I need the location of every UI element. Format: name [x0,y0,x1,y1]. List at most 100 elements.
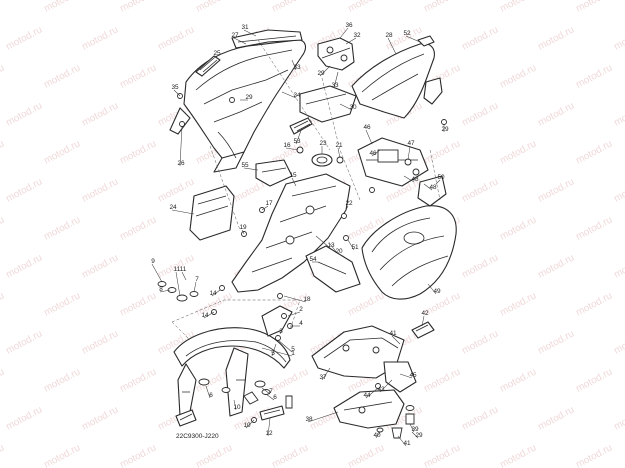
watermark-text: motod.ru [0,290,6,318]
leader-line-13 [315,235,331,249]
callout-43: 43 [377,386,385,393]
inner-panel-30 [299,85,357,123]
watermark-text: motod.ru [118,290,158,318]
callout-17: 17 [265,200,273,207]
leader-line-36 [339,27,349,39]
watermark-text: motod.ru [42,138,82,166]
leader-line-41 [391,335,401,345]
watermark-text: motod.ru [0,214,6,242]
watermark-text: motod.ru [0,62,6,90]
leader-line-24 [171,209,195,215]
callout-34: 34 [293,92,301,99]
leader-line-46 [365,129,373,145]
leader-line-9 [151,263,163,283]
watermark-text: motod.ru [194,442,234,468]
callout-35: 35 [171,84,179,91]
watermark-text: motod.ru [536,24,576,52]
callout-5: 5 [271,350,275,357]
callout-6: 6 [209,392,213,399]
callout-20: 20 [335,248,343,255]
fender-hardware [198,378,293,409]
watermark-text: motod.ru [270,0,310,15]
watermark-text: motod.ru [536,404,576,432]
watermark-text: motod.ru [194,0,234,15]
leader-line-20 [329,243,339,255]
watermark-text: motod.ru [80,100,120,128]
callout-29: 29 [245,94,253,101]
leader-line-37 [321,367,331,381]
callout-38: 38 [305,416,313,423]
leader-line-28 [387,37,397,55]
watermark-text: motod.ru [42,442,82,468]
watermark-text: motod.ru [118,442,158,468]
fastener-14 [219,285,225,291]
callout-3: 3 [279,328,283,335]
callout-45: 45 [409,372,417,379]
callout-41: 41 [389,330,397,337]
leader-line-44 [365,387,379,399]
watermark-text: motod.ru [612,252,625,280]
callout-21: 21 [335,142,343,149]
watermark-text: motod.ru [118,366,158,394]
license-bracket-37 [311,325,417,393]
fastener-29b [441,119,447,125]
fastener-18 [277,293,283,299]
watermark-text: motod.ru [4,100,44,128]
leader-line-1 [261,347,293,357]
watermark-text: motod.ru [80,24,120,52]
cover-55 [255,159,293,187]
watermark-text: motod.ru [118,138,158,166]
callout-8: 8 [159,286,163,293]
watermark-text: motod.ru [460,328,500,356]
ring-23 [311,153,333,167]
callout-16: 16 [283,142,291,149]
callout-44: 44 [363,392,371,399]
leader-line-29 [411,431,419,439]
watermark-text: motod.ru [574,442,614,468]
rear-seat-cowl [169,29,307,173]
leader-line-46 [371,149,381,157]
callout-52: 52 [403,30,411,37]
leader-line-30 [339,103,353,111]
callout-1: 1 [291,350,295,357]
callout-55: 55 [241,162,249,169]
leader-line-8 [159,289,171,293]
leader-line-14 [203,311,215,319]
callout-47: 47 [407,140,415,147]
leader-line-7 [261,387,271,395]
callout-33: 33 [331,82,339,89]
leader-line-14 [211,289,221,297]
leader-lines [151,27,445,447]
callout-28: 28 [385,32,393,39]
reflector-42 [411,321,435,339]
callout-48: 48 [411,176,419,183]
callout-48: 48 [429,184,437,191]
watermark-text: motod.ru [346,0,386,15]
callout-14: 14 [209,290,217,297]
leader-line-49 [427,283,437,295]
leader-line-12 [267,417,271,437]
leader-line-50 [435,179,441,185]
leader-line-45 [399,373,413,379]
diagram-code: 22C9300-J220 [176,433,219,440]
watermark-text: motod.ru [80,404,120,432]
callout-29: 29 [441,126,449,133]
watermark-text: motod.ru [118,62,158,90]
tail-bracket-38 [333,389,405,429]
watermark-text: motod.ru [270,442,310,468]
watermark-text: motod.ru [4,404,44,432]
leader-line-42 [421,315,425,327]
leader-line-6 [205,385,211,399]
callout-7: 7 [269,388,273,395]
watermark-text: motod.ru [42,214,82,242]
leader-line-19 [241,229,245,235]
watermark-text: motod.ru [536,252,576,280]
callout-49: 49 [433,288,441,295]
leader-line-31 [243,29,257,37]
callout-5: 5 [291,346,295,353]
callout-11: 11 [174,266,181,273]
callout-30: 30 [349,104,357,111]
leader-line-43 [379,379,393,393]
